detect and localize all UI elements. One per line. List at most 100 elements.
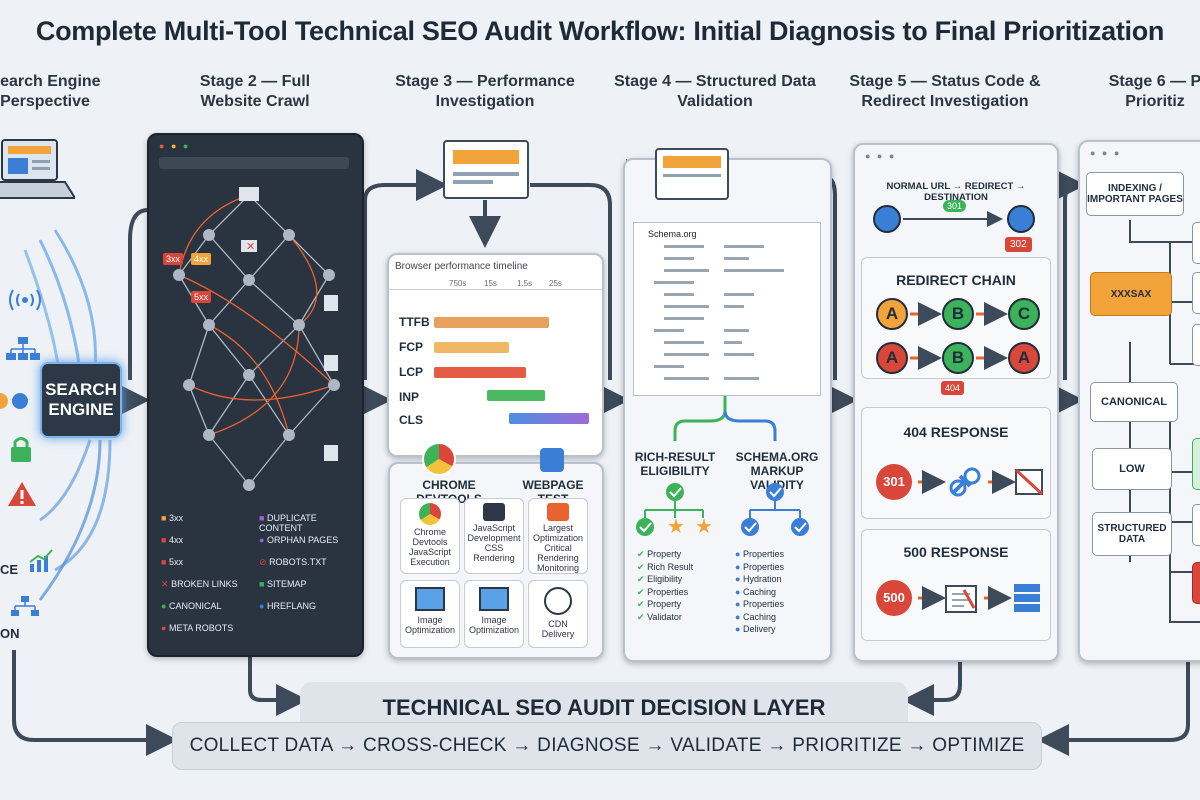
metric-ttfb: TTFB bbox=[399, 315, 430, 329]
node-5xx: 5xx bbox=[191, 291, 212, 303]
tick-3: 1.5s bbox=[517, 279, 533, 288]
stage1-label: Search Engine Perspective bbox=[0, 73, 101, 110]
priority-side-p: P bbox=[1192, 438, 1200, 490]
warning-icon bbox=[6, 480, 38, 513]
wireless-icon bbox=[5, 285, 45, 320]
metric-fcp: FCP bbox=[399, 340, 423, 354]
schema-split-arrows bbox=[673, 396, 777, 441]
priority-side-2 bbox=[1192, 272, 1200, 314]
schema-title: Schema.org bbox=[648, 229, 697, 239]
page-title: Complete Multi-Tool Technical SEO Audit … bbox=[35, 16, 1165, 46]
legend-5xx: ■ 5xx bbox=[161, 557, 183, 567]
svg-text:★: ★ bbox=[667, 514, 685, 538]
legend-meta-robots: ● META ROBOTS bbox=[161, 623, 234, 633]
legend-duplicate-content: ■ DUPLICATE CONTENT bbox=[259, 513, 317, 533]
bar-lcp bbox=[434, 367, 526, 378]
stage1-label-on: ON bbox=[0, 626, 20, 641]
priority-side-c: C bbox=[1192, 222, 1200, 264]
sitemap-icon bbox=[5, 335, 41, 368]
code-301-circle: 301 bbox=[876, 464, 912, 500]
stage2-label: Stage 2 — Full Website Crawl bbox=[199, 73, 311, 110]
broken-link-flow bbox=[918, 467, 1044, 497]
legend-3xx: ■ 3xx bbox=[161, 513, 183, 523]
perf-card-3: Largest Optimization Critical Rendering … bbox=[528, 498, 588, 574]
lock-icon bbox=[8, 435, 34, 470]
chain2-node-a2: A bbox=[1008, 342, 1040, 374]
legend-canonical: ● CANONICAL bbox=[161, 601, 222, 611]
code-301-badge: 301 bbox=[943, 200, 967, 212]
schema-code-lines bbox=[654, 245, 784, 380]
hierarchy-icon bbox=[10, 595, 40, 622]
priority-low: LOW bbox=[1092, 448, 1172, 490]
trend-chart-icon bbox=[28, 548, 54, 579]
laptop-icon bbox=[0, 130, 77, 200]
priority-structured-data: STRUCTURED DATA bbox=[1092, 512, 1172, 556]
chrome-icon bbox=[422, 442, 456, 476]
stage6-label: Stage 6 — P Prioritiz bbox=[1108, 73, 1200, 110]
rich-result-list: ✔ Property ✔ Rich Result ✔ Eligibility ✔… bbox=[637, 549, 694, 622]
perf-card-4: Image Optimization bbox=[400, 580, 460, 648]
prioritization-panel: ● ● ● INDEXING / IMPORTANT PAGES XXXSAX … bbox=[1078, 140, 1200, 662]
webpage-icon-2 bbox=[655, 148, 729, 200]
crawl-panel: ● ● ● ✕ 3xx 4xx 5xx ■ 3xx ■ 4xx ■ 5xx ✕ … bbox=[147, 133, 364, 657]
webpagetest-icon bbox=[540, 448, 564, 472]
redirect-chain-title: REDIRECT CHAIN bbox=[896, 272, 1016, 288]
priority-orange: XXXSAX bbox=[1090, 272, 1172, 316]
priority-indexing: INDEXING / IMPORTANT PAGES bbox=[1086, 172, 1184, 216]
timeline-title: Browser performance timeline bbox=[395, 261, 528, 272]
stage4-label: Stage 4 — Structured Data Validation bbox=[614, 73, 816, 110]
schema-validity-list: ● Properties ● Properties ● Hydration ● … bbox=[735, 549, 784, 634]
timeline-panel: Browser performance timeline 750s 15s 1.… bbox=[387, 253, 604, 457]
status-dots-icon bbox=[0, 390, 32, 417]
chain1-node-c: C bbox=[1008, 298, 1040, 330]
bar-inp bbox=[487, 390, 545, 401]
search-engine-box: SEARCH ENGINE bbox=[40, 362, 122, 438]
redirect-flow-label: NORMAL URL → REDIRECT → DESTINATION bbox=[886, 181, 1026, 203]
legend-robots-txt: ⊘ ROBOTS.TXT bbox=[259, 557, 327, 567]
redirect-chain-card: REDIRECT CHAIN A B C A B A bbox=[861, 257, 1051, 379]
crawl-search-bar[interactable] bbox=[159, 157, 349, 169]
decision-flow-text: COLLECT DATA → CROSS-CHECK → DIAGNOSE → … bbox=[189, 735, 1025, 756]
bar-ttfb bbox=[434, 317, 549, 328]
window-dots-2: ● ● ● bbox=[865, 151, 897, 161]
validation-tree-icons: ★ ★ bbox=[636, 483, 809, 538]
code-500-circle: 500 bbox=[876, 580, 912, 616]
legend-4xx: ■ 4xx bbox=[161, 535, 183, 545]
code-404-badge: 404 bbox=[941, 381, 965, 395]
priority-side-3 bbox=[1192, 324, 1200, 366]
bar-cls bbox=[509, 413, 589, 424]
perf-card-5: Image Optimization bbox=[464, 580, 524, 648]
response-404-title: 404 RESPONSE bbox=[903, 424, 1009, 440]
status-code-panel: ● ● ● NORMAL URL → REDIRECT → DESTINATIO… bbox=[853, 143, 1059, 662]
schema-validity-title: SCHEMA.ORG MARKUP VALIDITY bbox=[735, 450, 819, 492]
metric-inp: INP bbox=[399, 390, 420, 404]
response-500-card: 500 RESPONSE 500 bbox=[861, 529, 1051, 641]
normal-url-node bbox=[873, 205, 901, 233]
chain1-node-b: B bbox=[942, 298, 974, 330]
stage3-label: Stage 3 — Performance Investigation bbox=[395, 73, 575, 110]
perf-card-1: Chrome Devtools JavaScript Execution bbox=[400, 498, 460, 574]
window-dots-3: ● ● ● bbox=[1090, 148, 1122, 158]
stage1-label-ce: CE bbox=[0, 562, 19, 577]
priority-canonical: CANONICAL bbox=[1090, 382, 1178, 422]
tick-1: 750s bbox=[449, 279, 467, 288]
tick-4: 25s bbox=[549, 279, 562, 288]
perf-card-2: JavaScript Development CSS Rendering bbox=[464, 498, 524, 574]
rich-result-title: RICH-RESULT ELIGIBILITY bbox=[634, 450, 716, 478]
structured-data-panel: Schema.org RICH-RESULT ELIGIBILITY SCHEM… bbox=[623, 148, 832, 662]
node-3xx: 3xx bbox=[163, 253, 184, 265]
node-4xx: 4xx bbox=[191, 253, 212, 265]
perf-tools-panel: CHROME DEVTOOLS WEBPAGE TEST Chrome Devt… bbox=[388, 442, 604, 659]
priority-side-red bbox=[1192, 562, 1200, 604]
chain2-node-a: A bbox=[876, 342, 908, 374]
chain1-node-a: A bbox=[876, 298, 908, 330]
legend-sitemap: ■ SITEMAP bbox=[259, 579, 307, 589]
bar-fcp bbox=[434, 342, 509, 353]
server-error-flow bbox=[918, 584, 1040, 613]
priority-side-5 bbox=[1192, 504, 1200, 546]
perf-card-6: CDN Delivery bbox=[528, 580, 588, 648]
decision-flow-bar: COLLECT DATA → CROSS-CHECK → DIAGNOSE → … bbox=[172, 722, 1042, 770]
legend-broken-links: ✕ BROKEN LINKS bbox=[161, 579, 238, 589]
window-dots: ● ● ● bbox=[159, 141, 191, 151]
